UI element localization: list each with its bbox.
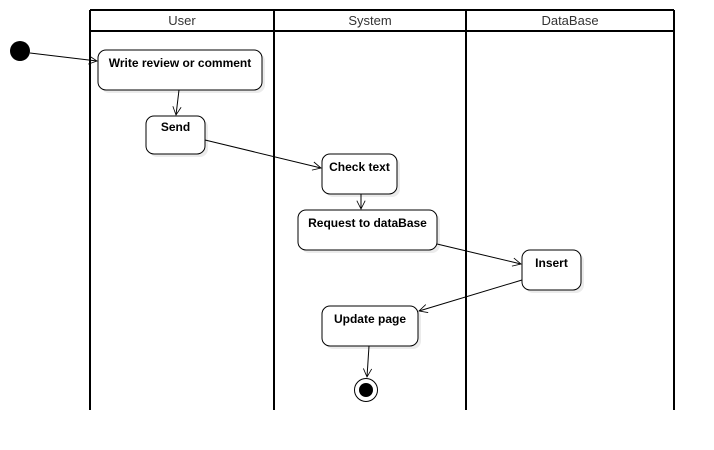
edge-start-to-write: [29, 52, 97, 61]
lane-title-user: User: [168, 13, 196, 28]
edge-request-to-insert: [436, 243, 521, 264]
activity-update-page: Update page: [321, 305, 421, 349]
edge-write-to-send: [176, 89, 179, 115]
activity-insert: Insert: [521, 249, 584, 293]
edge-send-to-check: [204, 139, 321, 168]
edge-update-to-end: [367, 345, 369, 377]
swimlane-frame: [89, 9, 675, 410]
activity-insert-label: Insert: [535, 256, 568, 270]
activity-write-review: Write review or comment: [97, 49, 265, 93]
final-node: [354, 378, 378, 402]
activity-check-text-label: Check text: [329, 160, 390, 174]
activity-write-review-label: Write review or comment: [109, 56, 252, 70]
activity-update-page-label: Update page: [334, 312, 406, 326]
edge-insert-to-update: [419, 279, 523, 311]
activity-request-database-label: Request to dataBase: [308, 216, 427, 230]
lane-title-system: System: [348, 13, 391, 28]
initial-node: [10, 41, 30, 61]
lane-title-database: DataBase: [541, 13, 598, 28]
activity-check-text: Check text: [321, 153, 400, 197]
activity-send: Send: [145, 115, 208, 157]
activity-send-label: Send: [161, 120, 190, 134]
activity-request-database: Request to dataBase: [297, 209, 440, 253]
